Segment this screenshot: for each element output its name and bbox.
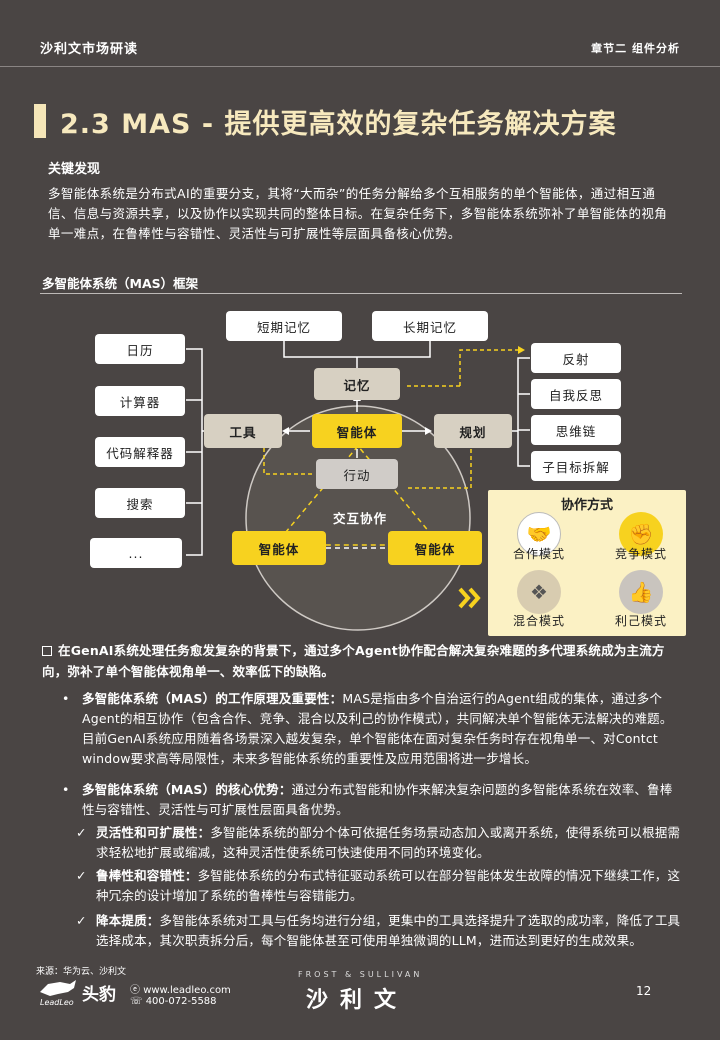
- short-term-memory: 短期记忆: [226, 311, 342, 341]
- check-icon: ✓: [76, 868, 87, 883]
- bullet-dot-icon: •: [62, 691, 70, 706]
- check-icon: ✓: [76, 913, 87, 928]
- item-text: 灵活性和可扩展性：多智能体系统的部分个体可依据任务场景动态加入或离开系统，使得系…: [96, 825, 681, 860]
- page-title: 2.3 MAS - 提供更高效的复杂任务解决方案: [60, 109, 617, 140]
- header-brand: 沙利文市场研读: [40, 42, 139, 57]
- key-findings-body: 多智能体系统是分布式AI的重要分支，其将“大而杂”的任务分解给多个互相服务的单个…: [48, 186, 668, 241]
- plan-chain-of-thought: 思维链: [531, 415, 621, 445]
- mode-cooperation: 合作模式: [512, 547, 565, 561]
- collab-modes-title: 协作方式: [560, 498, 613, 513]
- tool-calendar: 日历: [95, 334, 185, 364]
- intro-text: 在GenAI系统处理任务愈发复杂的背景下，通过多个Agent协作配合解决复杂难题…: [42, 643, 665, 679]
- plan-self-reflection: 自我反思: [531, 379, 621, 409]
- node-memory: 记忆: [314, 368, 400, 400]
- header-chapter: 章节二 组件分析: [591, 42, 680, 55]
- brand-top-text: FROST & SULLIVAN: [298, 970, 423, 979]
- node-agent: 智能体: [312, 414, 402, 448]
- handshake-icon: 🤝: [517, 512, 561, 556]
- phone-text: 400-072-5588: [145, 996, 217, 1007]
- checkbox-bullet-icon: [42, 646, 52, 656]
- tool-search: 搜索: [95, 488, 185, 518]
- tool-code-interpreter: 代码解释器: [95, 437, 185, 467]
- source-note: 来源：华为云、沙利文: [36, 967, 127, 977]
- tool-calculator: 计算器: [95, 386, 185, 416]
- framework-divider: [40, 293, 682, 294]
- website-link[interactable]: ⓔ www.leadleo.com: [130, 981, 231, 996]
- page-number: 12: [636, 984, 652, 998]
- node-agent-right: 智能体: [388, 531, 482, 565]
- intro-bullet: 在GenAI系统处理任务愈发复杂的背景下，通过多个Agent协作配合解决复杂难题…: [42, 640, 682, 682]
- item-text: 鲁棒性和容错性：多智能体系统的分布式特征驱动系统可以在部分智能体发生故障的情况下…: [96, 868, 681, 903]
- node-agent-left: 智能体: [232, 531, 326, 565]
- node-tool: 工具: [204, 414, 282, 448]
- long-term-memory: 长期记忆: [372, 311, 488, 341]
- phone-icon: ☏: [130, 996, 146, 1007]
- collab-label: 交互协作: [332, 511, 387, 526]
- plan-reflection: 反射: [531, 343, 621, 373]
- plan-subgoal: 子目标拆解: [531, 451, 621, 481]
- sub-list-item: ✓ 降本提质：多智能体系统对工具与任务均进行分组，更集中的工具选择提升了选取的成…: [76, 911, 682, 971]
- title-accent-bar: [34, 104, 46, 138]
- node-plan: 规划: [434, 414, 512, 448]
- list-item: • 多智能体系统（MAS）的核心优势：通过分布式智能和协作来解决复杂问题的多智能…: [62, 780, 682, 822]
- logo-text: 头豹: [82, 985, 116, 1005]
- collab-triangle: [273, 444, 442, 546]
- node-action: 行动: [316, 459, 398, 489]
- tool-more: ...: [90, 538, 182, 568]
- phone-number: ☏ 400-072-5588: [130, 996, 217, 1007]
- key-findings-label: 关键发现: [48, 162, 101, 177]
- mode-mixed: 混合模式: [512, 614, 565, 628]
- bullet-dot-icon: •: [62, 782, 70, 797]
- thumbs-up-icon: 👍: [619, 570, 663, 614]
- framework-label: 多智能体系统（MAS）框架: [42, 276, 199, 291]
- mode-competition: 竞争模式: [614, 547, 667, 561]
- list-item: • 多智能体系统（MAS）的工作原理及重要性：MAS是指由多个自治运行的Agen…: [62, 689, 682, 773]
- puzzle-icon: ❖: [517, 570, 561, 614]
- fist-icon: ✊: [619, 512, 663, 556]
- collab-circle: [245, 405, 471, 631]
- logo-subtext: LeadLeo: [40, 998, 74, 1007]
- collab-modes-panel: 协作方式 🤝 合作模式 ✊ 竞争模式 ❖ 混合模式 👍 利己模式: [488, 490, 686, 636]
- item-text: 降本提质：多智能体系统对工具与任务均进行分组，更集中的工具选择提升了选取的成功率…: [96, 913, 681, 948]
- leopard-logo-icon: [38, 978, 78, 998]
- website-text: www.leadleo.com: [143, 985, 231, 996]
- sub-list-item: ✓ 灵活性和可扩展性：多智能体系统的部分个体可依据任务场景动态加入或离开系统，使…: [76, 823, 682, 865]
- item-text: 多智能体系统（MAS）的核心优势：通过分布式智能和协作来解决复杂问题的多智能体系…: [82, 782, 673, 817]
- sub-list-item: ✓ 鲁棒性和容错性：多智能体系统的分布式特征驱动系统可以在部分智能体发生故障的情…: [76, 866, 682, 908]
- brand-logo-text: 沙利文: [306, 988, 409, 1013]
- item-text: 多智能体系统（MAS）的工作原理及重要性：MAS是指由多个自治运行的Agent组…: [82, 691, 673, 766]
- globe-icon: ⓔ: [130, 985, 144, 996]
- header-divider: [0, 66, 720, 67]
- mode-selfish: 利己模式: [614, 614, 667, 628]
- check-icon: ✓: [76, 825, 87, 840]
